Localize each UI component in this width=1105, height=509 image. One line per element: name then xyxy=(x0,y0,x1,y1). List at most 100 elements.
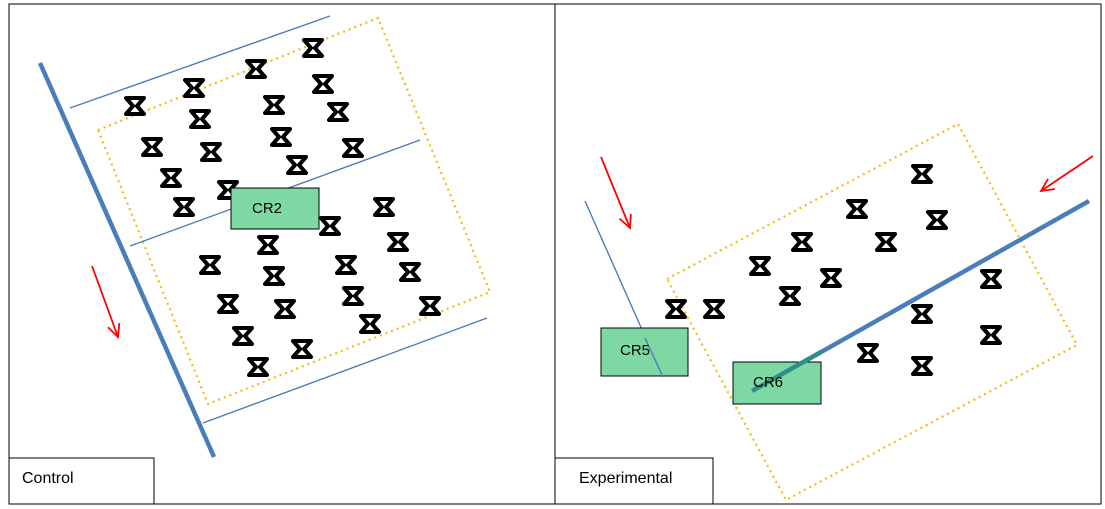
hourglass-icon xyxy=(286,155,308,175)
arrow-shaft xyxy=(1040,155,1094,192)
control-thin-line xyxy=(202,317,488,424)
hourglass-icon xyxy=(274,299,296,319)
hourglass-shape xyxy=(911,304,933,324)
hourglass-shape xyxy=(200,142,222,162)
arrow-head xyxy=(618,213,632,230)
hourglass-icon xyxy=(980,325,1002,345)
hourglass-shape xyxy=(387,232,409,252)
hourglass-icon xyxy=(217,294,239,314)
hourglass-icon xyxy=(911,304,933,324)
hourglass-icon xyxy=(291,339,313,359)
downslope-arrow-icon xyxy=(1039,155,1094,193)
experimental-caption-box xyxy=(554,457,714,505)
hourglass-shape xyxy=(319,216,341,236)
hourglass-shape xyxy=(342,138,364,158)
hourglass-icon xyxy=(846,199,868,219)
arrow-head xyxy=(107,322,121,339)
hourglass-icon xyxy=(911,356,933,376)
hourglass-shape xyxy=(911,356,933,376)
experimental-panel-frame xyxy=(554,3,1102,505)
arrow-head xyxy=(1039,178,1055,193)
hourglass-shape xyxy=(335,255,357,275)
hourglass-shape xyxy=(749,256,771,276)
cr5-box xyxy=(600,327,689,377)
hourglass-shape xyxy=(359,314,381,334)
hourglass-icon xyxy=(875,232,897,252)
hourglass-shape xyxy=(160,168,182,188)
hourglass-icon xyxy=(173,197,195,217)
hourglass-icon xyxy=(791,232,813,252)
hourglass-icon xyxy=(245,59,267,79)
control-caption: Control xyxy=(22,470,74,487)
hourglass-icon xyxy=(183,78,205,98)
hourglass-icon xyxy=(263,266,285,286)
hourglass-shape xyxy=(327,102,349,122)
hourglass-icon xyxy=(270,127,292,147)
hourglass-icon xyxy=(263,95,285,115)
hourglass-icon xyxy=(124,96,146,116)
control-caption-box xyxy=(8,457,155,505)
hourglass-shape xyxy=(189,109,211,129)
hourglass-shape xyxy=(245,59,267,79)
hourglass-shape xyxy=(875,232,897,252)
hourglass-shape xyxy=(373,197,395,217)
arrow-shaft xyxy=(600,156,631,229)
hourglass-shape xyxy=(926,210,948,230)
hourglass-shape xyxy=(291,339,313,359)
hourglass-shape xyxy=(980,269,1002,289)
hourglass-icon xyxy=(232,326,254,346)
hourglass-icon xyxy=(703,299,725,319)
hourglass-shape xyxy=(312,74,334,94)
hourglass-icon xyxy=(373,197,395,217)
hourglass-shape xyxy=(980,325,1002,345)
control-thick-line xyxy=(37,62,217,458)
hourglass-shape xyxy=(232,326,254,346)
hourglass-shape xyxy=(846,199,868,219)
hourglass-icon xyxy=(160,168,182,188)
hourglass-shape xyxy=(183,78,205,98)
hourglass-icon xyxy=(359,314,381,334)
hourglass-shape xyxy=(274,299,296,319)
hourglass-icon xyxy=(399,262,421,282)
hourglass-icon xyxy=(200,142,222,162)
hourglass-shape xyxy=(342,286,364,306)
hourglass-icon xyxy=(342,138,364,158)
hourglass-shape xyxy=(124,96,146,116)
hourglass-shape xyxy=(820,268,842,288)
hourglass-icon xyxy=(327,102,349,122)
hourglass-icon xyxy=(319,216,341,236)
hourglass-icon xyxy=(387,232,409,252)
hourglass-icon xyxy=(247,357,269,377)
hourglass-shape xyxy=(199,255,221,275)
hourglass-icon xyxy=(980,269,1002,289)
hourglass-icon xyxy=(820,268,842,288)
hourglass-shape xyxy=(217,294,239,314)
hourglass-shape xyxy=(257,235,279,255)
hourglass-icon xyxy=(926,210,948,230)
hourglass-icon xyxy=(312,74,334,94)
hourglass-icon xyxy=(335,255,357,275)
hourglass-shape xyxy=(263,95,285,115)
hourglass-icon xyxy=(141,137,163,157)
hourglass-icon xyxy=(419,296,441,316)
cr6-crossing-line xyxy=(750,350,823,393)
hourglass-icon xyxy=(857,343,879,363)
downslope-arrow-icon xyxy=(91,265,121,339)
hourglass-icon xyxy=(749,256,771,276)
hourglass-shape xyxy=(270,127,292,147)
hourglass-shape xyxy=(286,155,308,175)
hourglass-shape xyxy=(779,286,801,306)
hourglass-shape xyxy=(665,299,687,319)
hourglass-shape xyxy=(247,357,269,377)
hourglass-shape xyxy=(857,343,879,363)
hourglass-icon xyxy=(199,255,221,275)
hourglass-icon xyxy=(302,38,324,58)
cr2-box xyxy=(230,187,320,230)
hourglass-shape xyxy=(141,137,163,157)
hourglass-shape xyxy=(302,38,324,58)
arrow-shaft xyxy=(91,265,119,338)
hourglass-shape xyxy=(173,197,195,217)
control-panel-frame xyxy=(8,3,556,505)
